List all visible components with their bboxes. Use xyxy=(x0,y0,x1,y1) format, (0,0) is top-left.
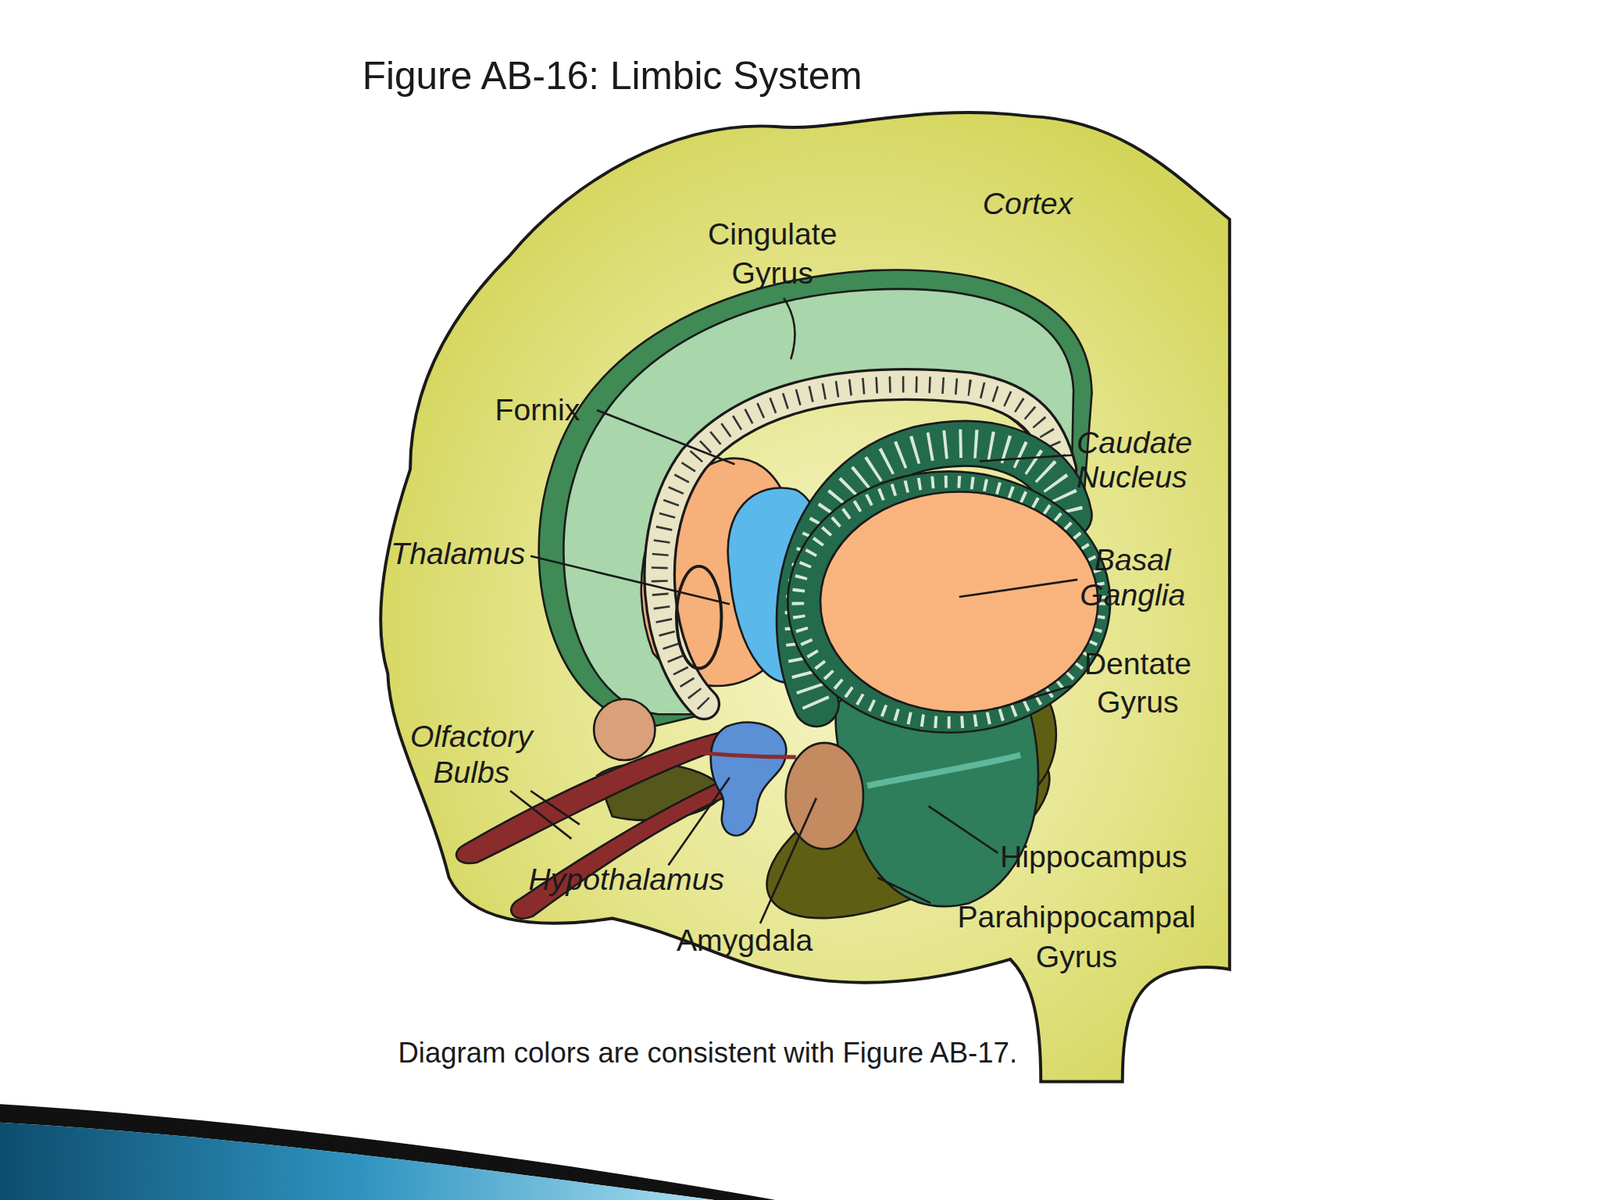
leader-line xyxy=(979,455,1074,462)
part-label: Amygdala xyxy=(676,922,813,960)
basal-ganglia-rungs xyxy=(797,481,1100,722)
part-label: Hypothalamus xyxy=(528,860,725,898)
part-label: Olfactory Bulbs xyxy=(410,718,533,790)
part-label: Hippocampus xyxy=(1000,839,1188,876)
part-label: Thalamus xyxy=(390,535,525,573)
part-label: Dentate Gyrus xyxy=(1084,644,1192,721)
leader-lines xyxy=(510,297,1078,924)
olfactory-bulb xyxy=(510,775,741,919)
part-label: Cortex xyxy=(982,185,1073,223)
basal-ganglia-shape xyxy=(820,492,1098,713)
leader-line xyxy=(959,579,1079,597)
part-label: Caudate Nucleus xyxy=(1076,425,1193,496)
part-label: Parahippocampal Gyrus xyxy=(957,896,1196,977)
part-label: Fornix xyxy=(494,392,580,429)
leader-line xyxy=(877,877,931,904)
part-label: Cingulate Gyrus xyxy=(707,215,838,293)
commissure-line xyxy=(673,750,797,758)
hypothalamus-shape xyxy=(710,721,787,836)
fornix-loop xyxy=(676,566,722,669)
amygdala-shape xyxy=(785,742,864,850)
leader-line xyxy=(530,556,730,604)
leader-line xyxy=(596,410,735,465)
slide-swoosh-edge xyxy=(0,1103,776,1200)
slide-swoosh xyxy=(0,1122,715,1200)
leader-line xyxy=(668,777,730,865)
figure-caption: Diagram colors are consistent with Figur… xyxy=(397,1035,1018,1071)
figure-title: Figure AB-16: Limbic System xyxy=(362,53,863,98)
leader-line xyxy=(530,790,580,825)
leader-line xyxy=(1005,685,1072,707)
leader-line xyxy=(760,797,817,924)
basal-ganglia-ring xyxy=(787,471,1111,733)
cortex-outline xyxy=(380,112,1230,1083)
leader-line xyxy=(928,806,999,854)
hippocampus-stripe xyxy=(867,755,1021,786)
leader-line xyxy=(783,297,795,359)
part-label: Basal Ganglia xyxy=(1079,542,1186,613)
septal-shape xyxy=(593,699,655,761)
